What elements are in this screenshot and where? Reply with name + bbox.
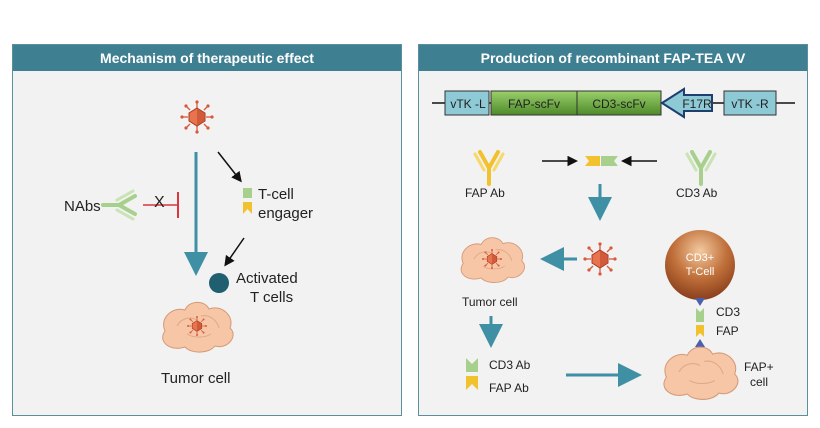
construct-fap-scfv <box>490 90 578 116</box>
fap-antibody-icon <box>473 150 505 186</box>
tcell-engager-label-line2: engager <box>258 205 314 222</box>
recombinant-virus-icon <box>582 241 618 277</box>
cd3-marker-label: CD3 <box>716 305 741 319</box>
virus-to-engager-arrow <box>217 151 242 183</box>
tcell-engager-label-line1: T-cell <box>258 186 294 203</box>
cd3-tcell-label-line2: T-Cell <box>685 266 715 278</box>
right-tumor-cell-label: Tumor cell <box>462 295 518 309</box>
activated-label-line2: T cells <box>250 289 294 306</box>
cd3-antibody-icon <box>685 150 717 186</box>
fap-cell-icon <box>663 346 739 400</box>
tumor-cell-icon <box>162 301 234 353</box>
construct-vtk-l <box>444 90 490 116</box>
nabs-label: NAbs <box>64 198 101 215</box>
secreted-bispecific-icon <box>466 358 478 390</box>
activated-label-line1: Activated <box>236 270 298 287</box>
gene-construct <box>432 87 795 119</box>
left-tumor-cell-label: Tumor cell <box>161 370 231 387</box>
fap-ab-label: FAP Ab <box>465 186 505 200</box>
construct-cd3-scfv <box>576 90 662 116</box>
tcell-engager-icon <box>243 188 252 214</box>
construct-text-cd3-scfv: CD3-scFv <box>592 97 646 111</box>
secreted-fap-ab-label: FAP Ab <box>489 381 529 395</box>
activated-tcell-icon <box>209 273 229 293</box>
tcell-bridge-icon <box>695 298 705 347</box>
fap-cell-label-line2: cell <box>750 375 769 389</box>
cd3-tcell-label-line1: CD3+ <box>685 252 715 264</box>
virus-icon <box>179 99 215 135</box>
right-tumor-cell-icon <box>460 237 525 283</box>
fap-cell-label-line1: FAP+ <box>744 360 774 374</box>
engager-to-tcell-arrow <box>224 237 245 267</box>
construct-vtk-r <box>723 90 777 116</box>
bispecific-scfv-icon <box>585 156 618 166</box>
cd3-tcell-icon <box>665 230 735 300</box>
construct-text-f17r: F17R <box>682 97 712 111</box>
fap-marker-label: FAP <box>716 324 739 338</box>
production-panel-title: Production of recombinant FAP-TEA VV <box>419 45 807 71</box>
construct-text-vtk-r: vTK -R <box>731 97 769 111</box>
nabs-antibody-icon <box>101 189 137 221</box>
construct-f17r <box>660 87 713 119</box>
construct-text-vtk-l: vTK -L <box>450 97 486 111</box>
mechanism-panel-title: Mechanism of therapeutic effect <box>13 45 401 71</box>
block-mark: X <box>154 194 165 211</box>
cd3-ab-label: CD3 Ab <box>676 186 718 200</box>
construct-text-fap-scfv: FAP-scFv <box>507 97 560 111</box>
secreted-cd3-ab-label: CD3 Ab <box>489 358 531 372</box>
